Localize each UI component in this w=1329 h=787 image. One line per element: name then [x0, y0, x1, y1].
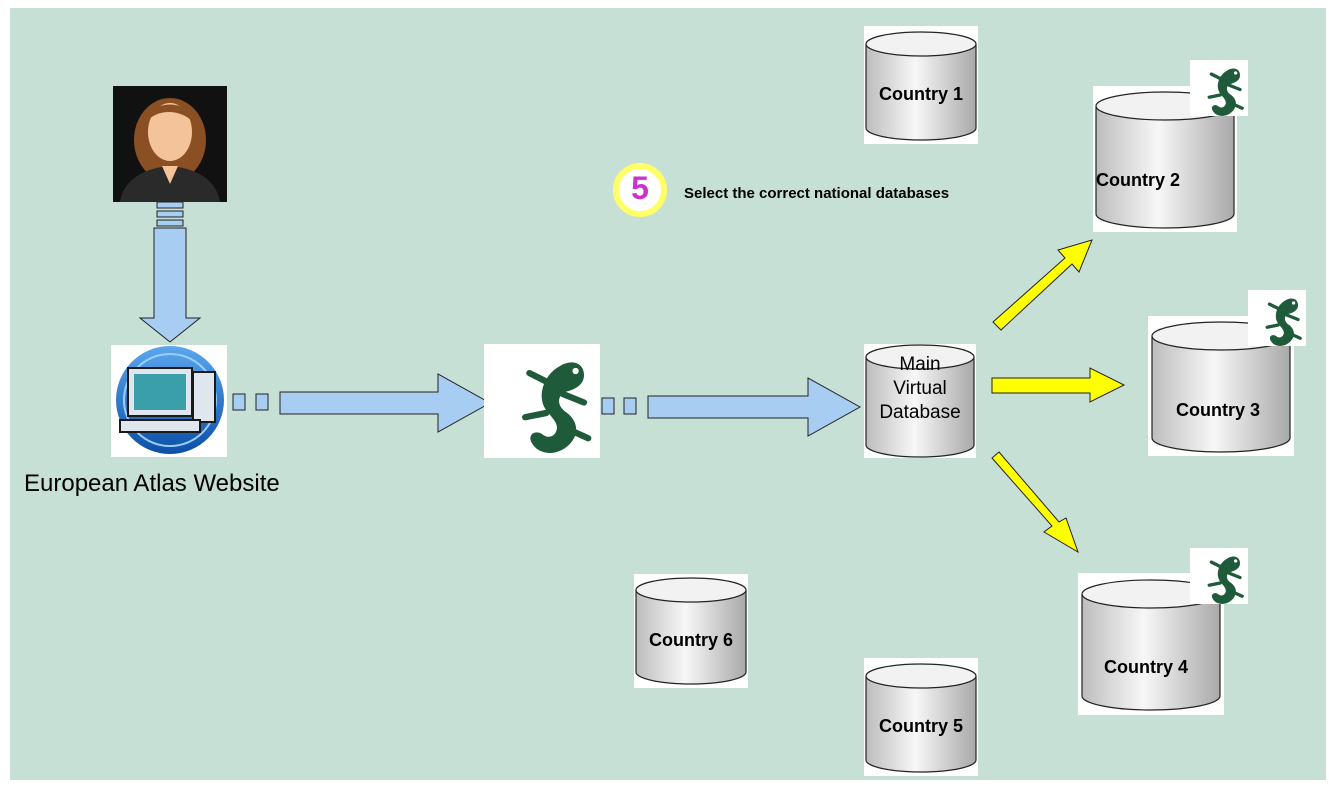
gecko-icon: [1190, 60, 1248, 118]
selection-arrow-country-2: [992, 239, 1093, 331]
main-db-label-line2: Virtual: [893, 378, 947, 399]
connector-square: [623, 397, 637, 415]
step-number-badge: [613, 163, 667, 217]
gecko-icon: [484, 344, 600, 458]
selection-arrow-country-3: [991, 367, 1126, 403]
flow-arrow-right-2: [647, 377, 862, 437]
country-2-label: Country 2: [1096, 170, 1181, 190]
country-1-label: Country 1: [878, 84, 963, 104]
gecko-icon: [1248, 290, 1306, 348]
database-icon: [864, 658, 978, 776]
step-instruction: Select the correct national databases: [684, 185, 950, 202]
main-db-label-line3: Database: [879, 402, 961, 423]
flow-arrow-down: [138, 227, 202, 343]
main-database-icon: [864, 344, 976, 458]
computer-globe-icon: [111, 345, 227, 457]
connector-tick: [156, 201, 184, 209]
country-6-label: Country 6: [648, 630, 733, 650]
connector-tick: [156, 219, 184, 227]
country-3-label: Country 3: [1175, 400, 1260, 420]
country-5-label: Country 5: [878, 716, 963, 736]
step-number: 5: [631, 170, 649, 206]
flow-arrow-right-1: [279, 373, 492, 433]
user-avatar-icon: [113, 86, 227, 202]
database-icon: [864, 26, 978, 144]
connector-square: [255, 393, 269, 411]
connector-tick: [156, 210, 184, 218]
connector-square: [601, 397, 615, 415]
main-db-label-line1: Main: [899, 354, 941, 375]
gecko-icon: [1190, 548, 1248, 606]
country-4-label: Country 4: [1103, 657, 1188, 677]
connector-square: [232, 393, 246, 411]
website-label: European Atlas Website: [24, 470, 280, 497]
database-icon: [634, 574, 748, 688]
selection-arrow-country-4: [991, 451, 1079, 554]
